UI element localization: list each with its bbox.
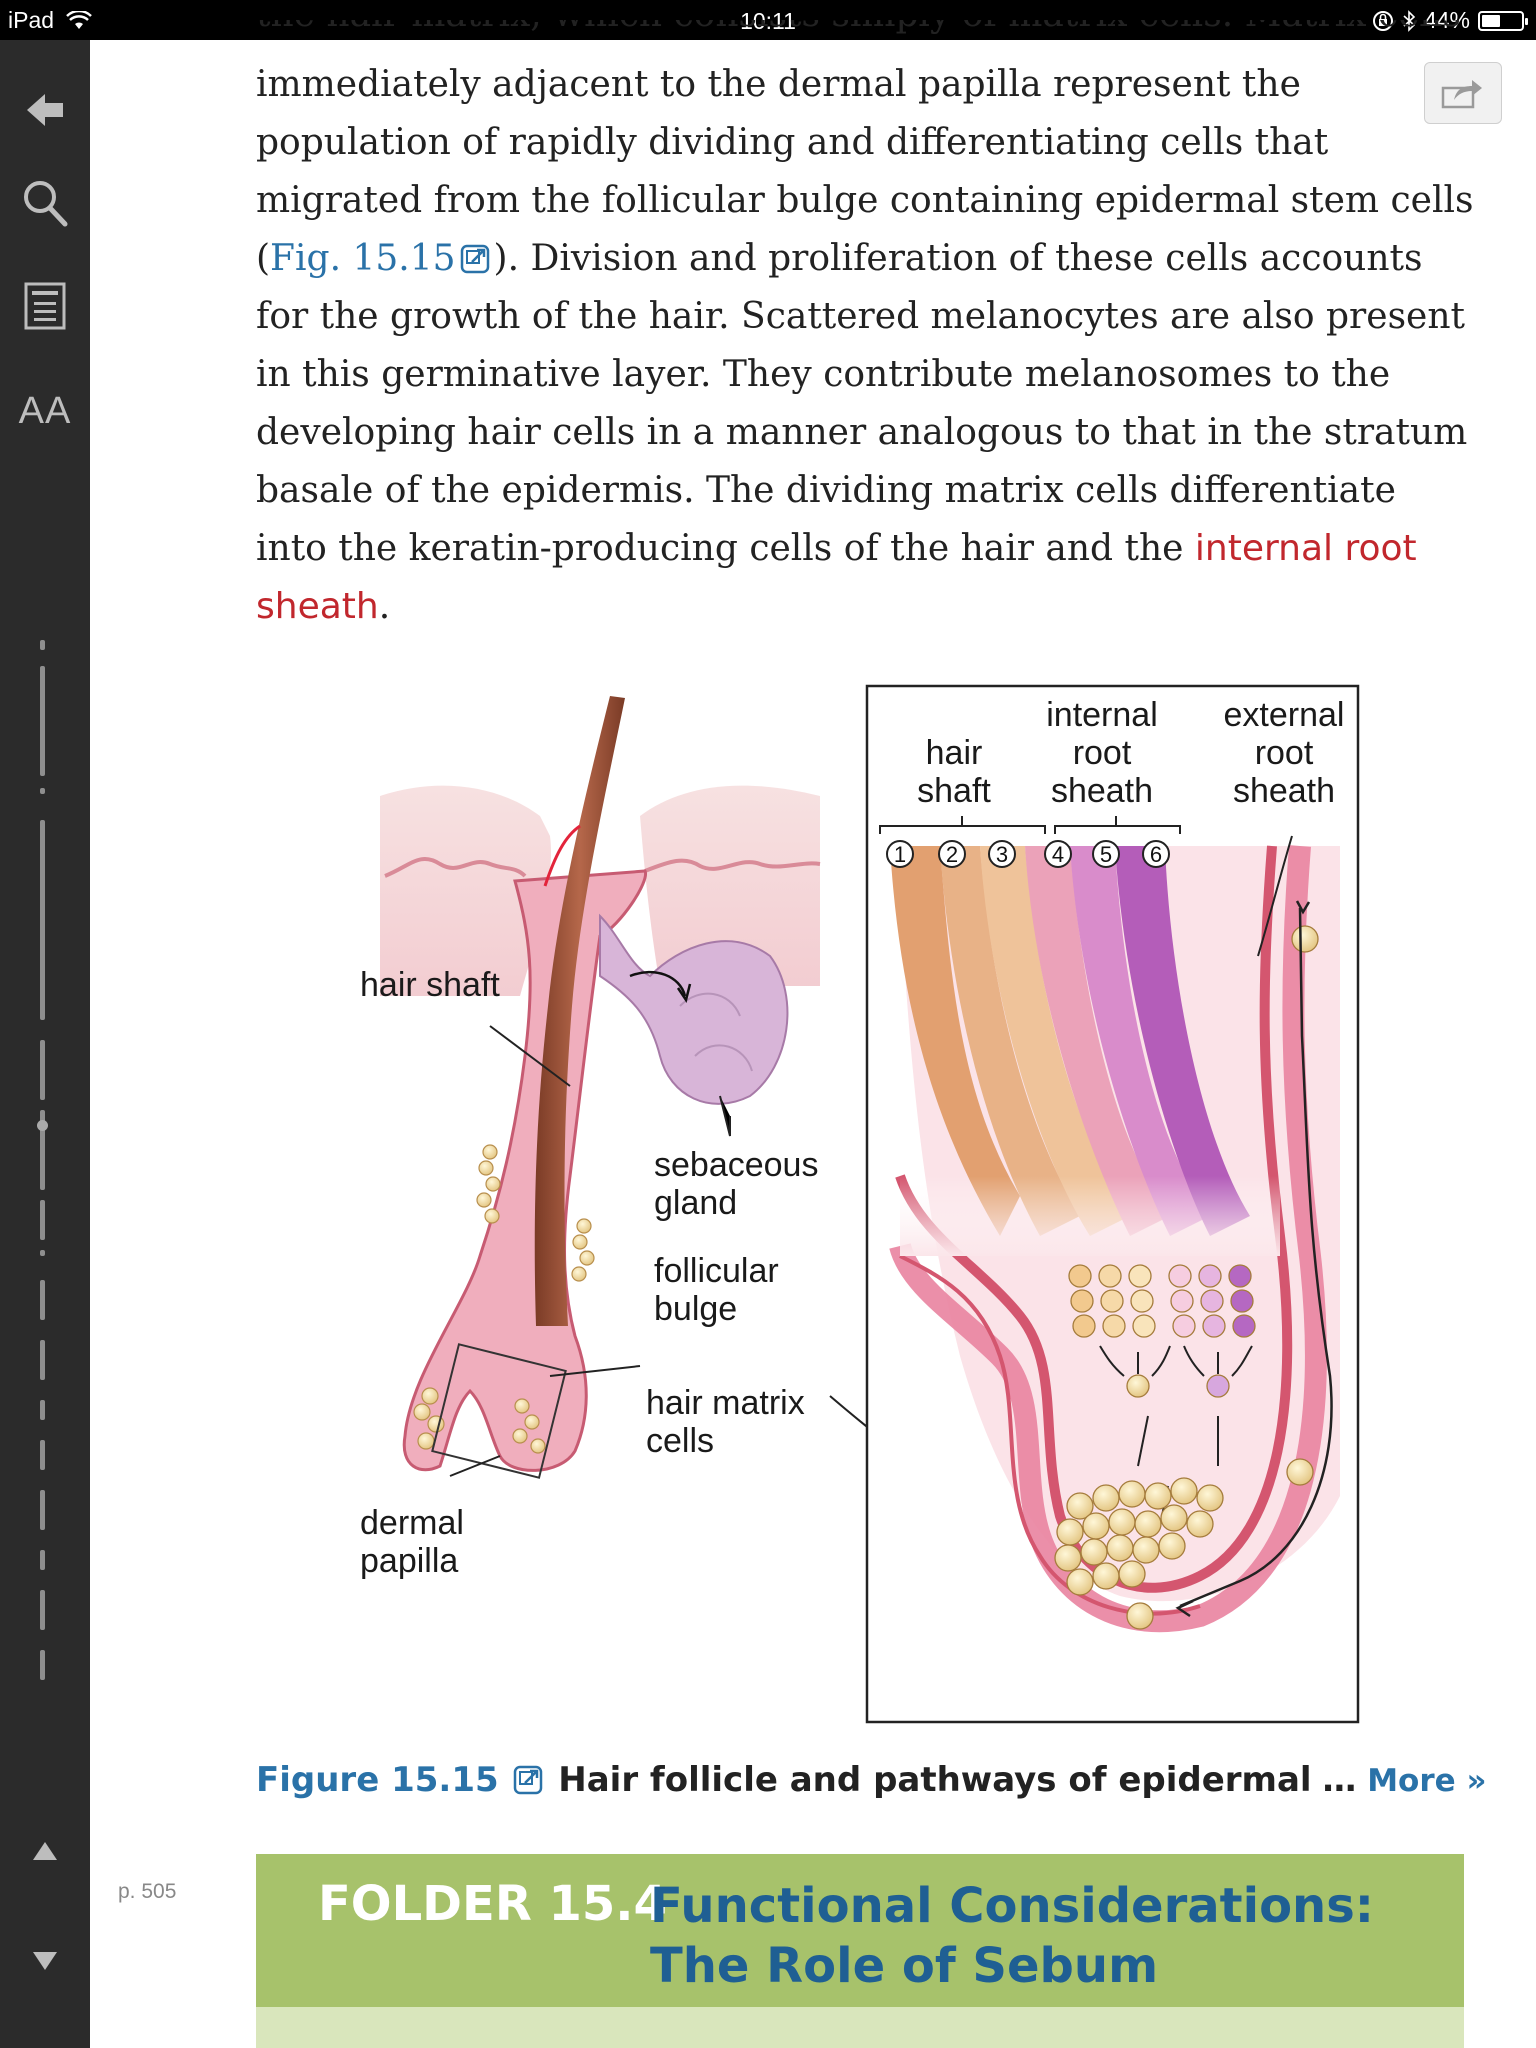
- folder-code: FOLDER 15.4: [318, 1876, 667, 1932]
- scrubber-tick: [40, 1490, 45, 1530]
- label-bulge-2: bulge: [654, 1290, 737, 1328]
- open-figure-icon[interactable]: [513, 1765, 543, 1795]
- scrubber-tick: [40, 1590, 45, 1630]
- label-matrix-2: cells: [646, 1422, 714, 1460]
- paragraph-text-3: .: [378, 586, 391, 627]
- scrubber-tick: [40, 1400, 45, 1420]
- paragraph-text-1: immediately adjacent to the dermal papil…: [256, 64, 1474, 279]
- table-of-contents-icon: [24, 282, 66, 330]
- caption-title: Hair follicle and pathways of epidermal: [558, 1760, 1312, 1800]
- figure-link[interactable]: Fig. 15.15: [270, 238, 456, 279]
- hair-follicle-illustration: hair shaft sebaceous gland follicular bu…: [360, 684, 1360, 1724]
- back-arrow-icon: [27, 94, 63, 126]
- label-matrix-1: hair matrix: [646, 1384, 805, 1422]
- font-size-icon: AA: [18, 390, 72, 432]
- folder-title: Functional Considerations: The Role of S…: [650, 1878, 1374, 1994]
- scrubber-tick: [40, 1200, 45, 1240]
- scrubber-tick: [40, 1110, 45, 1190]
- page-up-button[interactable]: [0, 1840, 90, 1862]
- caption-more-link[interactable]: More »: [1367, 1763, 1487, 1799]
- scrubber-tick: [40, 820, 45, 1020]
- orientation-lock-icon: [1372, 10, 1393, 31]
- scrubber-tick: [40, 1550, 45, 1570]
- sheath-number-2: 2: [946, 842, 958, 867]
- label-ers-2: root: [1255, 734, 1314, 772]
- wifi-icon: [66, 9, 93, 29]
- label-bulge-1: follicular: [654, 1252, 779, 1290]
- label-irs-2: root: [1073, 734, 1132, 772]
- sheath-number-1: 1: [894, 842, 906, 867]
- label-ers-3: sheath: [1233, 772, 1335, 810]
- share-icon: [1441, 80, 1482, 109]
- label-irs-3: sheath: [1051, 772, 1153, 810]
- clipped-line-text: the hair matrix, which consists simply o…: [256, 20, 1476, 42]
- contents-button[interactable]: [0, 282, 90, 330]
- scrubber-tick: [40, 1650, 45, 1680]
- battery-percent: 44%: [1423, 7, 1470, 33]
- page-number: p. 505: [118, 1880, 177, 1903]
- reader-sidebar: AA: [0, 40, 90, 2048]
- sheath-number-6: 6: [1150, 842, 1162, 867]
- scrubber-tick: [40, 1340, 45, 1380]
- label-irs-1: internal: [1046, 696, 1158, 734]
- sheath-number-5: 5: [1100, 842, 1112, 867]
- matrix-detail-panel: [865, 684, 1360, 1724]
- body-paragraph: immediately adjacent to the dermal papil…: [256, 56, 1476, 636]
- label-sebaceous-1: sebaceous: [654, 1146, 818, 1184]
- scrubber-tick: [40, 788, 45, 794]
- page-down-button[interactable]: [0, 1950, 90, 1972]
- status-bar: iPad 10:11 44%: [0, 0, 1536, 40]
- share-button[interactable]: [1424, 62, 1502, 124]
- label-ers-1: external: [1224, 696, 1345, 734]
- label-sebaceous-2: gland: [654, 1184, 737, 1222]
- figure-15-15[interactable]: hair shaft sebaceous gland follicular bu…: [300, 676, 1380, 1740]
- paragraph-text-2: ). Division and proliferation of these c…: [256, 238, 1468, 569]
- scrubber-thumb[interactable]: [37, 1120, 48, 1131]
- scrubber-tick: [40, 1250, 45, 1256]
- folder-box: FOLDER 15.4 Functional Considerations: T…: [256, 1854, 1464, 2048]
- battery-icon: [1478, 10, 1528, 31]
- page-scrubber[interactable]: [37, 640, 48, 1680]
- caption-figure-link[interactable]: Figure 15.15: [256, 1760, 499, 1800]
- label-hair-shaft-1: hair: [926, 734, 983, 772]
- folder-body-band: [256, 2007, 1464, 2048]
- clipped-previous-line: the hair matrix, which consists simply o…: [256, 20, 1476, 42]
- label-papilla-2: papilla: [360, 1542, 458, 1580]
- clock: 10:11: [740, 8, 796, 34]
- bluetooth-icon: [1403, 9, 1416, 32]
- triangle-up-icon: [33, 1842, 57, 1860]
- font-size-button[interactable]: AA: [0, 390, 90, 433]
- search-icon: [24, 181, 68, 227]
- sheath-number-3: 3: [996, 842, 1008, 867]
- device-name: iPad: [8, 7, 55, 33]
- figure-caption: Figure 15.15 Hair follicle and pathways …: [256, 1760, 1486, 1800]
- triangle-down-icon: [33, 1952, 57, 1970]
- label-hair-shaft-left: hair shaft: [360, 966, 500, 1004]
- scrubber-tick: [40, 1280, 45, 1320]
- sheath-number-4: 4: [1052, 842, 1064, 867]
- back-button[interactable]: [0, 90, 90, 130]
- term-internal-root-sheath[interactable]: internal root sheath: [256, 528, 1417, 627]
- search-button[interactable]: [0, 178, 90, 228]
- scrubber-tick: [40, 640, 45, 650]
- device-label: iPad: [8, 7, 93, 34]
- label-hair-shaft-2: shaft: [917, 772, 991, 810]
- scrubber-tick: [40, 666, 45, 776]
- label-papilla-1: dermal: [360, 1504, 464, 1542]
- scrubber-tick: [40, 1040, 45, 1100]
- caption-ellipsis: …: [1322, 1760, 1357, 1800]
- open-figure-icon[interactable]: [460, 244, 490, 274]
- scrubber-tick: [40, 1440, 45, 1470]
